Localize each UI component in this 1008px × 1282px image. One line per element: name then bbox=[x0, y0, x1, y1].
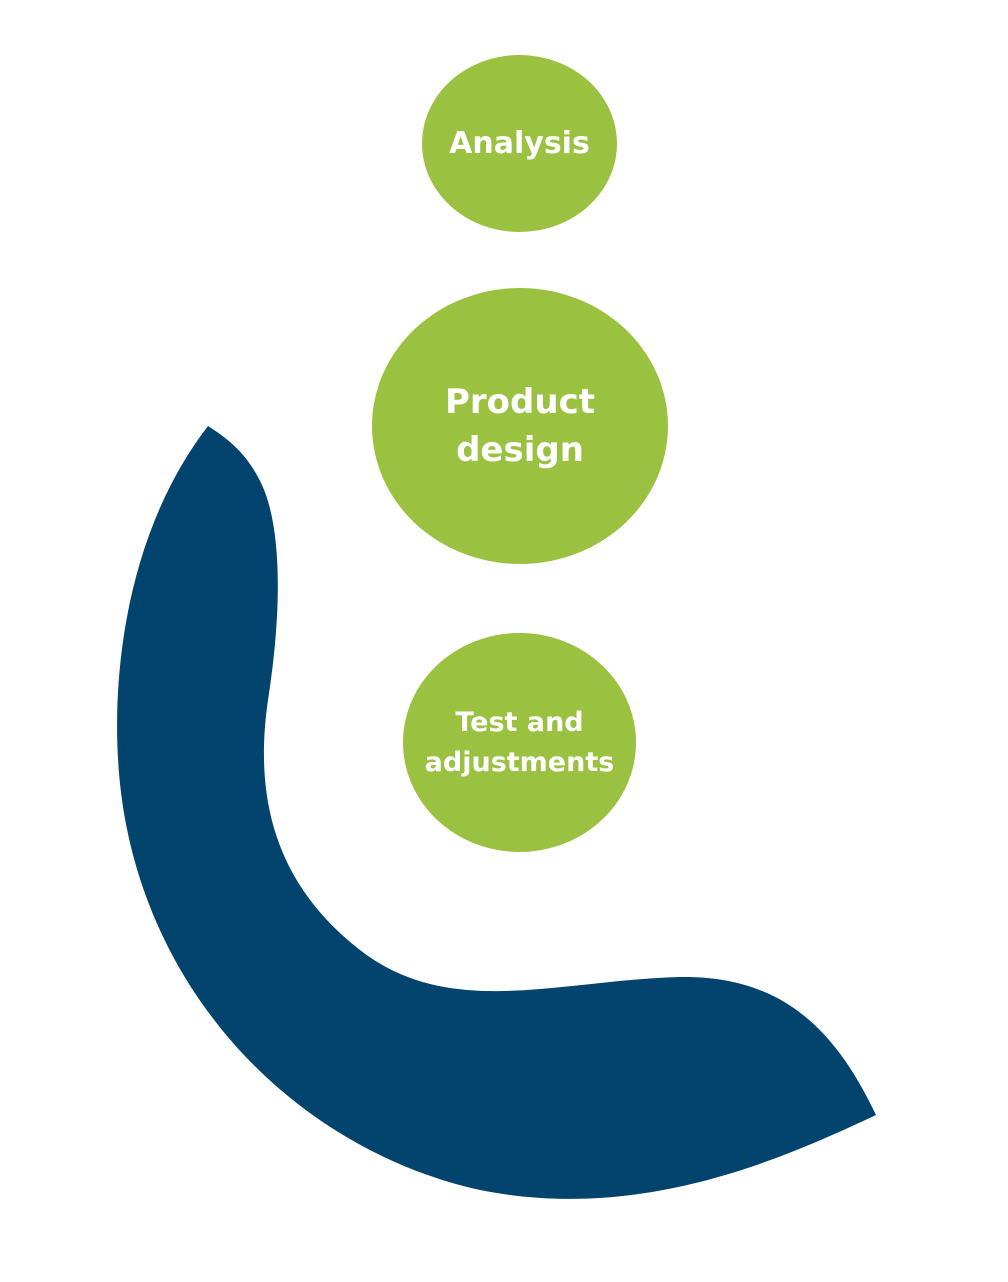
step-analysis-label: Analysis bbox=[449, 125, 590, 161]
step-product-design-label-line-2: design bbox=[456, 430, 584, 470]
step-test-label-line-1: Test and bbox=[455, 706, 584, 738]
swoosh-shape bbox=[117, 426, 877, 1199]
step-product-design-label-line-1: Product bbox=[445, 382, 595, 422]
step-test-label-line-2: adjustments bbox=[424, 746, 615, 778]
step-test-and-adjustments: Test and adjustments bbox=[403, 633, 636, 852]
step-analysis: Analysis bbox=[422, 55, 617, 232]
step-product-design: Product design bbox=[372, 288, 668, 564]
